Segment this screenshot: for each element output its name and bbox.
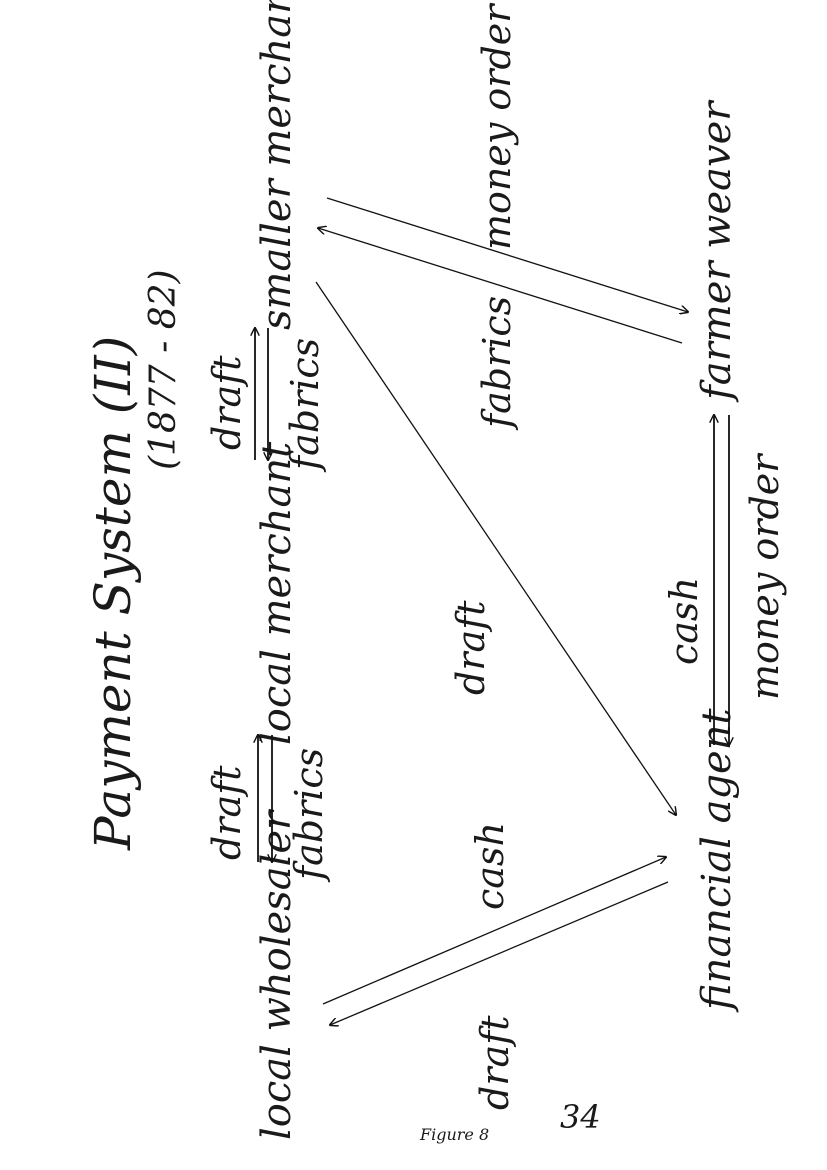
arrow-fw-to-sm [318, 228, 683, 344]
page-number: 34 [560, 1098, 601, 1136]
arrow-sm-to-fw [326, 197, 688, 312]
node-farmer-weaver: farmer weaver [694, 99, 740, 403]
label-cash-lw-fa: cash [468, 822, 512, 910]
label-money-order-top: money order [475, 2, 519, 250]
arrow-lw-to-fa [322, 857, 666, 1005]
label-draft-lw-fa: draft [473, 1015, 517, 1110]
diagram-title: Payment System (II) [84, 336, 142, 851]
label-fabrics-lm-sm: fabrics [283, 338, 327, 473]
label-fabrics-center: fabrics [475, 296, 519, 431]
label-cash-fa-fw: cash [662, 577, 706, 665]
label-fabrics-lw-lm: fabrics [287, 748, 331, 883]
arrow-sm-to-fa [315, 281, 676, 815]
label-draft-lm-sm: draft [205, 355, 249, 450]
figure-caption: Figure 8 [419, 1125, 489, 1144]
diagram-subtitle: (1877 - 82) [143, 269, 184, 470]
label-money-order-fa-fw: money order [743, 452, 787, 700]
node-smaller-merchant: smaller merchant [254, 0, 300, 330]
node-local-merchant: local merchant [254, 441, 300, 745]
label-draft-center: draft [449, 600, 493, 695]
node-local-wholesaler: local wholesaler [254, 808, 300, 1140]
arrow-fa-to-lw [330, 881, 669, 1025]
node-financial-agent: financial agent [694, 708, 740, 1013]
label-draft-lw-lm: draft [205, 765, 249, 860]
